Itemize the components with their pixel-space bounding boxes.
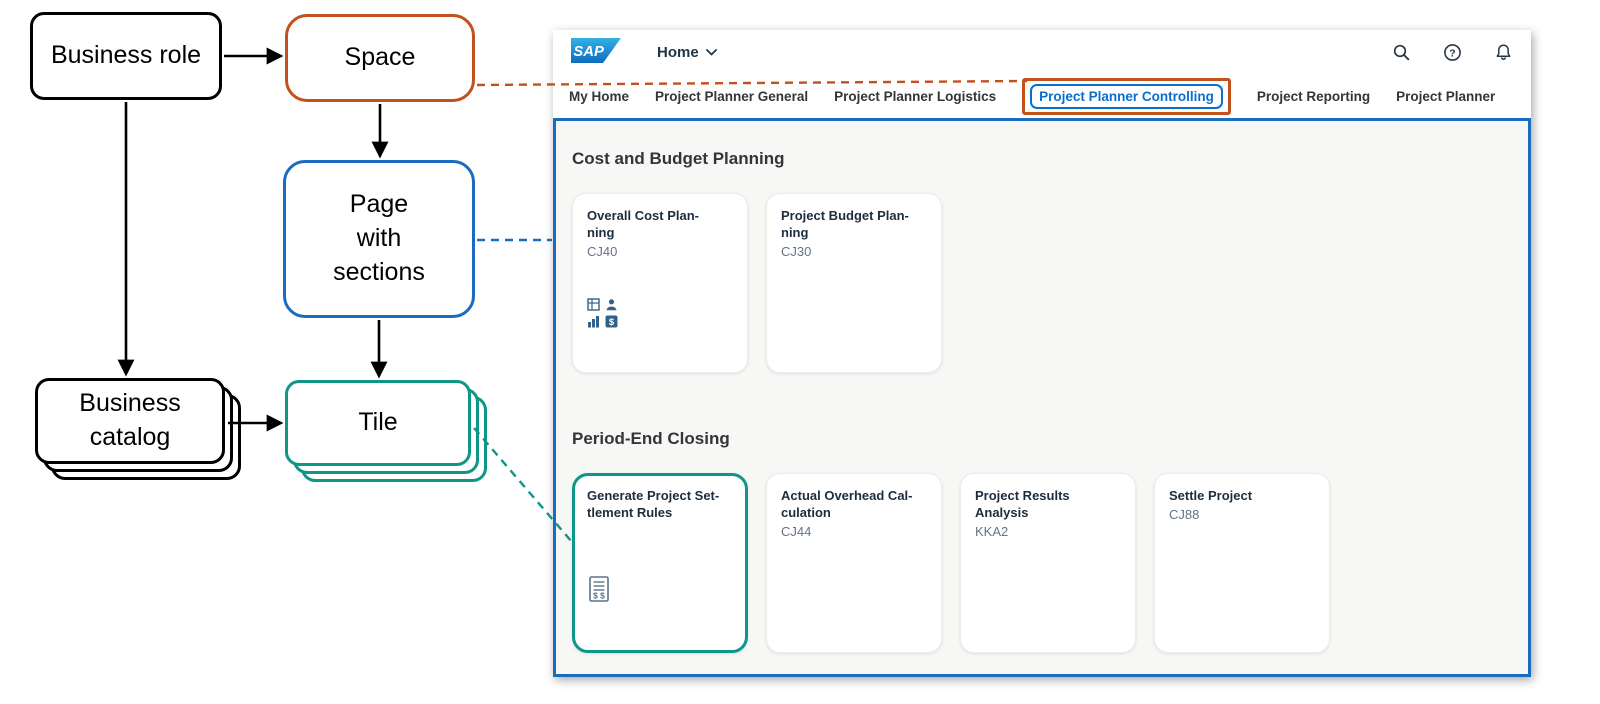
diagram-box-business-catalog-stack: Business catalog [35, 378, 257, 496]
tab-project-planner-controlling[interactable]: Project Planner Controlling [1030, 84, 1223, 109]
svg-text:SAP: SAP [573, 43, 604, 59]
tile-icon-group: $ [587, 298, 733, 328]
tile-title: Settle Project [1169, 488, 1253, 503]
tab-project-reporting[interactable]: Project Reporting [1256, 89, 1371, 104]
home-menu-button[interactable]: Home [657, 44, 717, 61]
table-icon [587, 298, 600, 311]
svg-text:$ $: $ $ [593, 591, 605, 601]
dollar-icon: $ [605, 315, 618, 328]
launchpad-page-content: Cost and Budget Planning Overall Cost Pl… [553, 118, 1531, 677]
sap-logo[interactable]: SAP [571, 37, 621, 68]
search-icon[interactable] [1392, 43, 1411, 62]
tile-title: Overall Cost Plan- ning [587, 208, 699, 240]
tile-icon-group: $ $ [587, 575, 733, 608]
tile-generate-project-settlement-rules[interactable]: Generate Project Set- tlement Rules $ $ [572, 473, 748, 653]
diagram-box-business-role: Business role [30, 12, 222, 100]
diagram-box-business-catalog: Business catalog [35, 378, 225, 464]
help-icon[interactable]: ? [1443, 43, 1462, 62]
diagram-box-tile-stack: Tile [285, 380, 503, 498]
tile-row: Overall Cost Plan- ning CJ40 [572, 193, 1512, 373]
tab-project-planner[interactable]: Project Planner [1396, 89, 1496, 104]
sap-launchpad-screenshot: SAP Home ? My Home Project Pl [553, 30, 1531, 677]
invoice-dollar-icon: $ $ [589, 576, 609, 602]
section-title-cost-and-budget-planning: Cost and Budget Planning [572, 149, 785, 168]
bell-icon[interactable] [1494, 43, 1513, 62]
tile-subtitle: CJ88 [1169, 506, 1200, 522]
tile-subtitle: CJ30 [781, 243, 812, 259]
tile-title: Project Results Analysis [975, 488, 1070, 520]
home-menu-label: Home [657, 44, 699, 61]
tab-my-home[interactable]: My Home [569, 89, 630, 104]
shell-header: SAP Home ? [553, 30, 1531, 75]
tile-subtitle: CJ40 [587, 243, 618, 259]
tile-title: Project Budget Plan- ning [781, 208, 909, 240]
diagram-box-space: Space [285, 14, 475, 102]
tile-overall-cost-planning[interactable]: Overall Cost Plan- ning CJ40 [572, 193, 748, 373]
person-icon [606, 299, 617, 311]
tile-settle-project[interactable]: Settle Project CJ88 [1154, 473, 1330, 653]
tile-row: Generate Project Set- tlement Rules $ $ … [572, 473, 1512, 653]
chevron-down-icon [705, 49, 717, 56]
tile-actual-overhead-calculation[interactable]: Actual Overhead Cal- culation CJ44 [766, 473, 942, 653]
bar-chart-icon [588, 316, 599, 328]
diagram-box-page-with-sections: Page with sections [283, 160, 475, 318]
svg-text:$: $ [609, 317, 615, 328]
tile-subtitle: KKA2 [975, 523, 1009, 539]
tab-project-planner-general[interactable]: Project Planner General [655, 89, 809, 104]
tab-project-planner-logistics[interactable]: Project Planner Logistics [834, 89, 997, 104]
shell-icon-group: ? [1392, 43, 1513, 62]
tile-project-results-analysis[interactable]: Project Results Analysis KKA2 [960, 473, 1136, 653]
tile-title: Actual Overhead Cal- culation [781, 488, 913, 520]
launchpad-tab-bar: My Home Project Planner General Project … [553, 75, 1531, 118]
tile-subtitle: CJ44 [781, 523, 812, 539]
section-title-period-end-closing: Period-End Closing [572, 429, 730, 448]
tile-title: Generate Project Set- tlement Rules [587, 488, 720, 520]
space-annotation-box: Project Planner Controlling [1022, 78, 1231, 115]
diagram-box-tile: Tile [285, 380, 471, 466]
svg-text:?: ? [1449, 47, 1455, 59]
tile-project-budget-planning[interactable]: Project Budget Plan- ning CJ30 [766, 193, 942, 373]
